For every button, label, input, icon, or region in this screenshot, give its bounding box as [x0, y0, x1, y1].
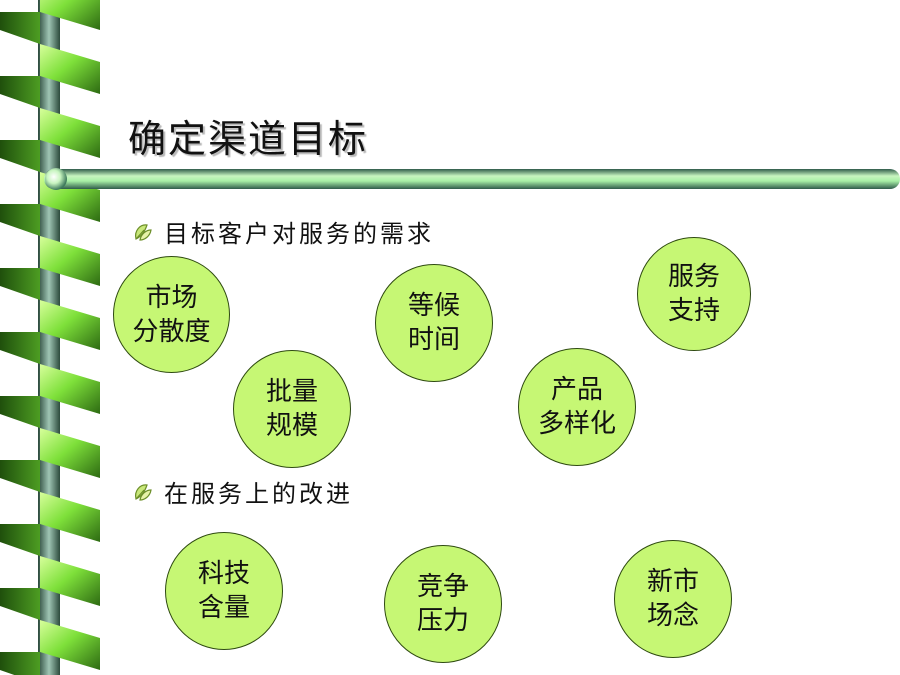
- bullet-item-customer-needs: 目标客户对服务的需求: [132, 214, 434, 249]
- bubble-new-market-concept: 新市 场念: [614, 540, 732, 658]
- bubble-product-variety: 产品 多样化: [518, 348, 636, 466]
- divider-rod: [44, 168, 900, 190]
- bubble-waiting-time: 等候 时间: [375, 264, 493, 382]
- bubble-tech-content: 科技 含量: [165, 532, 283, 650]
- spiral-binding-icon: [0, 0, 100, 675]
- page-title: 确定渠道目标: [128, 117, 369, 161]
- bubble-market-dispersion: 市场 分散度: [113, 256, 230, 373]
- leaf-bullet-icon: [135, 223, 152, 241]
- bubble-competition-pressure: 竞争 压力: [384, 545, 502, 663]
- leaf-bullet-icon: [135, 483, 152, 501]
- bubble-service-support: 服务 支持: [637, 237, 751, 351]
- bullet-heading: 在服务上的改进: [164, 480, 353, 508]
- bubble-batch-scale: 批量 规模: [233, 350, 351, 468]
- bullet-item-service-improvement: 在服务上的改进: [132, 474, 353, 509]
- bullet-heading: 目标客户对服务的需求: [164, 220, 434, 248]
